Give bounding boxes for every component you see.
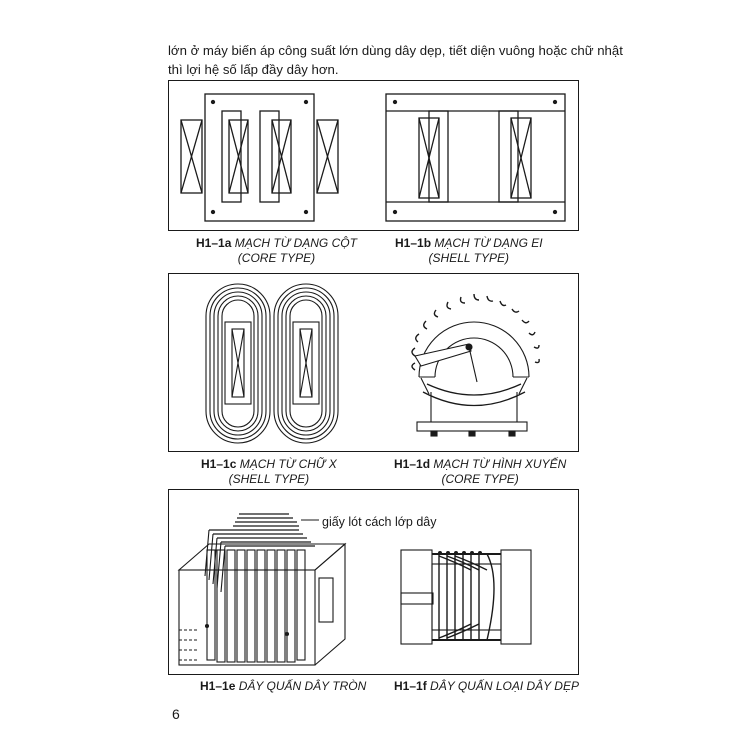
- caption-title: DÂY QUẤN LOẠI DÂY DẸP: [430, 679, 579, 693]
- caption-h1-1d: H1–1d MẠCH TỪ HÌNH XUYẾN (CORE TYPE): [394, 457, 566, 486]
- shell-toroid-diagrams-svg: [205, 283, 540, 444]
- caption-subtitle: (SHELL TYPE): [428, 250, 510, 265]
- annotation-insulation-paper: giấy lót cách lớp dây: [322, 515, 437, 529]
- caption-title: MẠCH TỪ DẠNG CỘT: [234, 236, 357, 250]
- intro-line-2: thì lợi hệ số lấp đầy dây hơn.: [168, 62, 339, 77]
- caption-label: H1–1f: [394, 679, 427, 693]
- caption-h1-1a: H1–1a MẠCH TỪ DẠNG CỘT (CORE TYPE): [196, 236, 357, 265]
- toroidal-core-diagram: [411, 293, 540, 437]
- round-wire-winding-diagram: [177, 513, 347, 666]
- caption-h1-1e: H1–1e DÂY QUẤN DÂY TRÒN: [200, 679, 366, 694]
- winding-diagrams-svg: [177, 513, 532, 666]
- caption-subtitle: (CORE TYPE): [237, 250, 316, 265]
- caption-label: H1–1d: [394, 457, 431, 471]
- caption-label: H1–1e: [200, 679, 236, 693]
- caption-label: H1–1c: [201, 457, 237, 471]
- caption-h1-1b: H1–1b MẠCH TỪ DẠNG EI (SHELL TYPE): [395, 236, 543, 265]
- caption-subtitle: (SHELL TYPE): [228, 471, 310, 486]
- figure-panel-bottom: [168, 489, 579, 675]
- ei-type-diagram: [385, 93, 566, 222]
- page-number: 6: [172, 706, 180, 722]
- figure-panel-top: [168, 80, 579, 231]
- core-type-diagram: [180, 93, 339, 222]
- caption-label: H1–1b: [395, 236, 432, 250]
- caption-h1-1c: H1–1c MẠCH TỪ CHỮ X (SHELL TYPE): [201, 457, 337, 486]
- caption-title: MẠCH TỪ DẠNG EI: [434, 236, 543, 250]
- caption-title: MẠCH TỪ CHỮ X: [239, 457, 337, 471]
- intro-line-1: lớn ở máy biến áp công suất lớn dùng dây…: [168, 43, 623, 58]
- figure-panel-middle: [168, 273, 579, 452]
- caption-subtitle: (CORE TYPE): [441, 471, 519, 486]
- flat-wire-winding-diagram: [400, 549, 532, 645]
- caption-title: DÂY QUẤN DÂY TRÒN: [238, 679, 367, 693]
- core-diagrams-svg: [180, 93, 566, 222]
- x-type-diagram: [205, 283, 339, 444]
- intro-paragraph: lớn ở máy biến áp công suất lớn dùng dây…: [168, 41, 623, 79]
- caption-h1-1f: H1–1f DÂY QUẤN LOẠI DÂY DẸP: [394, 679, 579, 694]
- caption-label: H1–1a: [196, 236, 232, 250]
- caption-title: MẠCH TỪ HÌNH XUYẾN: [433, 457, 567, 471]
